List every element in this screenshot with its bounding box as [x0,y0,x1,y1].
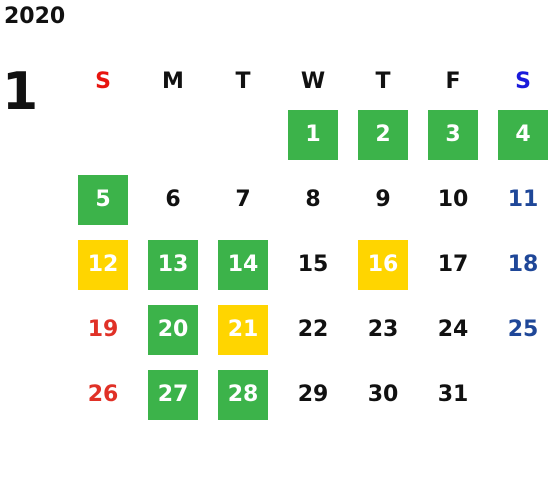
day-28[interactable]: 28 [218,369,268,420]
day-22[interactable]: 22 [297,317,329,342]
day-cell: 11 [488,167,548,232]
day-6[interactable]: 6 [165,187,181,212]
day-23[interactable]: 23 [367,317,399,342]
day-7[interactable]: 7 [235,187,251,212]
day-21[interactable]: 21 [218,304,268,355]
day-cell [488,362,548,427]
day-cell: 13 [138,232,208,297]
empty-day [78,110,128,160]
day-19[interactable]: 19 [87,317,119,342]
day-cell: 3 [418,102,488,167]
day-3[interactable]: 3 [428,109,478,160]
week-row: 12 13 14 15 16 17 18 [68,232,548,297]
day-cell: 10 [418,167,488,232]
day-24[interactable]: 24 [437,317,469,342]
day-cell: 5 [68,167,138,232]
day-4[interactable]: 4 [498,109,548,160]
day-cell: 7 [208,167,278,232]
empty-day [498,370,548,420]
day-2[interactable]: 2 [358,109,408,160]
day-cell: 2 [348,102,418,167]
weekday-header-monday: M [162,69,184,94]
day-16[interactable]: 16 [358,239,408,290]
day-cell [208,102,278,167]
day-cell: 17 [418,232,488,297]
week-row: 19 20 21 22 23 24 25 [68,297,548,362]
day-cell: 20 [138,297,208,362]
day-cell: 9 [348,167,418,232]
empty-day [148,110,198,160]
day-cell: 28 [208,362,278,427]
day-cell [68,102,138,167]
day-cell: 22 [278,297,348,362]
year-label: 2020 [4,4,66,29]
day-8[interactable]: 8 [305,187,321,212]
day-cell: 16 [348,232,418,297]
day-9[interactable]: 9 [375,187,391,212]
day-17[interactable]: 17 [437,252,469,277]
day-cell: 14 [208,232,278,297]
day-cell: 26 [68,362,138,427]
day-cell: 31 [418,362,488,427]
day-12[interactable]: 12 [78,239,128,290]
day-18[interactable]: 18 [507,252,539,277]
weekday-header-friday: F [445,69,461,94]
day-cell: 27 [138,362,208,427]
day-10[interactable]: 10 [437,187,469,212]
day-cell: 23 [348,297,418,362]
day-31[interactable]: 31 [437,382,469,407]
weekday-header-row: S M T W T F S [68,62,548,102]
day-15[interactable]: 15 [297,252,329,277]
day-cell: 18 [488,232,548,297]
week-row: 5 6 7 8 9 10 11 [68,167,548,232]
weekday-header-sunday: S [95,69,111,94]
day-cell: 8 [278,167,348,232]
day-27[interactable]: 27 [148,369,198,420]
day-1[interactable]: 1 [288,109,338,160]
empty-day [218,110,268,160]
weekday-header-tuesday: T [235,69,251,94]
week-row: 26 27 28 29 30 31 [68,362,548,427]
day-cell: 19 [68,297,138,362]
day-30[interactable]: 30 [367,382,399,407]
day-cell: 25 [488,297,548,362]
day-5[interactable]: 5 [78,174,128,225]
day-29[interactable]: 29 [297,382,329,407]
day-cell: 24 [418,297,488,362]
day-26[interactable]: 26 [87,382,119,407]
weekday-header-wednesday: W [300,69,326,94]
day-20[interactable]: 20 [148,304,198,355]
day-cell [138,102,208,167]
day-cell: 12 [68,232,138,297]
day-cell: 29 [278,362,348,427]
day-cell: 30 [348,362,418,427]
weekday-header-thursday: T [375,69,391,94]
day-cell: 4 [488,102,548,167]
day-cell: 1 [278,102,348,167]
month-label: 1 [2,62,39,122]
day-11[interactable]: 11 [507,187,539,212]
day-25[interactable]: 25 [507,317,539,342]
day-cell: 21 [208,297,278,362]
day-cell: 6 [138,167,208,232]
weekday-header-saturday: S [515,69,531,94]
day-14[interactable]: 14 [218,239,268,290]
day-cell: 15 [278,232,348,297]
day-13[interactable]: 13 [148,239,198,290]
